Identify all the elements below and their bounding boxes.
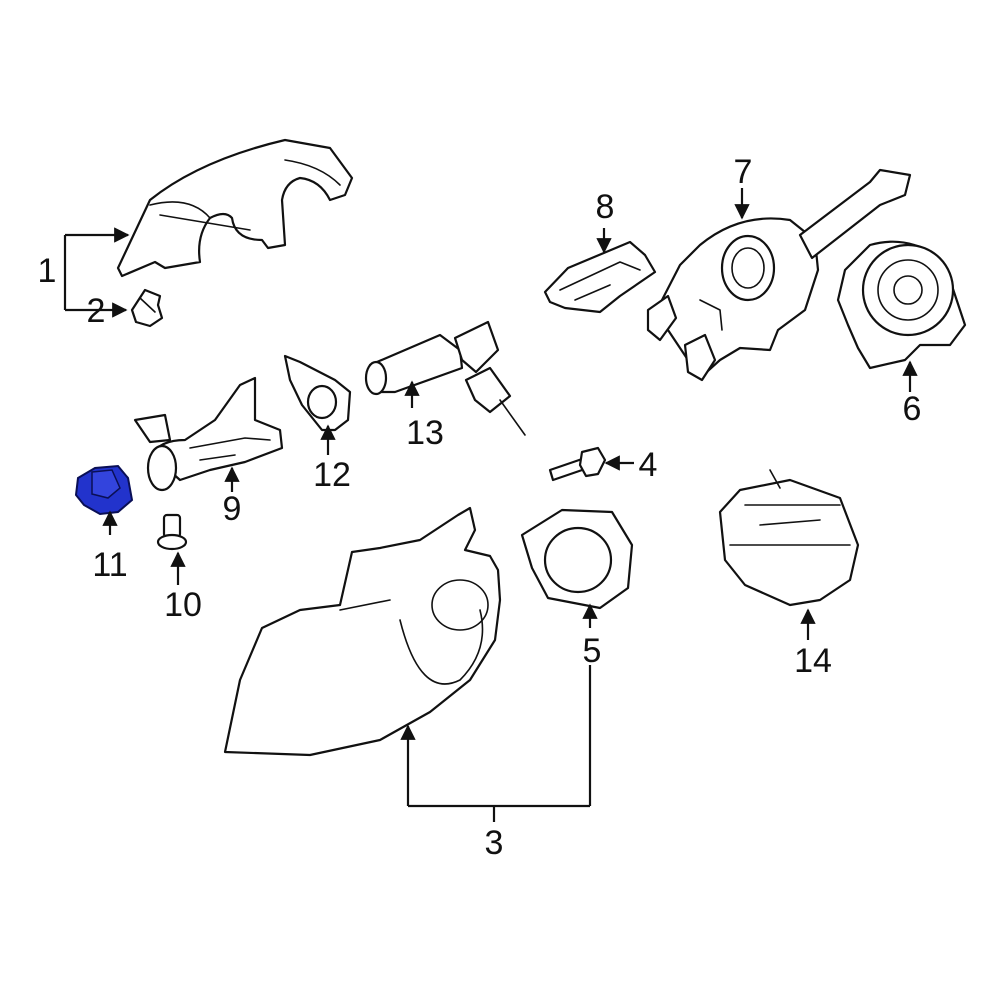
part-5-trim-bezel[interactable] (520, 508, 634, 610)
callout-10: 10 (164, 586, 202, 624)
callout-14: 14 (794, 642, 832, 680)
callout-labels: 1 2 8 7 6 13 12 9 11 10 4 5 14 3 (38, 153, 922, 862)
callout-4: 4 (639, 446, 658, 484)
callout-3: 3 (485, 824, 504, 862)
part-8-switch[interactable] (543, 240, 657, 314)
part-9-lock-housing[interactable] (133, 376, 284, 492)
part-11-highlighted-knob[interactable] (74, 464, 134, 516)
callout-1: 1 (38, 252, 57, 290)
part-13-lock-cylinder[interactable] (364, 320, 526, 436)
leader-lines (63, 188, 918, 822)
callout-9: 9 (223, 490, 242, 528)
callout-6: 6 (903, 390, 922, 428)
callout-13: 13 (406, 414, 444, 452)
part-14-module[interactable] (718, 469, 860, 607)
part-1-upper-shroud[interactable] (116, 138, 354, 278)
callout-8: 8 (596, 188, 615, 226)
part-12-bracket[interactable] (283, 354, 352, 432)
part-2-clip[interactable] (130, 288, 164, 328)
callout-5: 5 (583, 632, 602, 670)
part-10-screw[interactable] (156, 513, 188, 551)
callout-7: 7 (734, 153, 753, 191)
part-7-combination-switch[interactable] (646, 168, 912, 382)
callout-12: 12 (313, 456, 351, 494)
callout-2: 2 (87, 292, 106, 330)
part-4-bolt[interactable] (548, 446, 607, 482)
callout-11: 11 (92, 546, 127, 584)
part-6-clock-spring[interactable] (836, 240, 967, 370)
part-3-lower-shroud[interactable] (223, 506, 502, 757)
